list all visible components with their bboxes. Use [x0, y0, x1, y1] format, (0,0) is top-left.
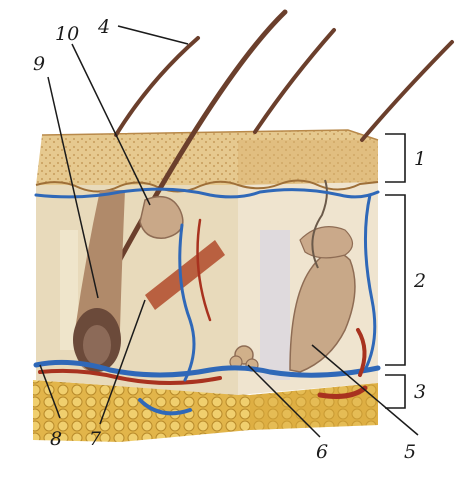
label-8: 8 [50, 428, 62, 450]
bracket-epidermis [385, 134, 405, 182]
label-5: 5 [404, 441, 416, 463]
label-10: 10 [55, 23, 79, 45]
label-6: 6 [316, 441, 328, 463]
bracket-dermis [385, 195, 405, 365]
label-1: 1 [414, 148, 426, 170]
bracket-hypodermis [385, 375, 405, 408]
leader-4 [118, 26, 188, 44]
layer-brackets [385, 134, 405, 408]
label-7: 7 [89, 428, 102, 450]
label-2: 2 [413, 270, 426, 292]
label-3: 3 [414, 381, 426, 403]
label-9: 9 [33, 53, 45, 75]
label-4: 4 [97, 16, 110, 38]
